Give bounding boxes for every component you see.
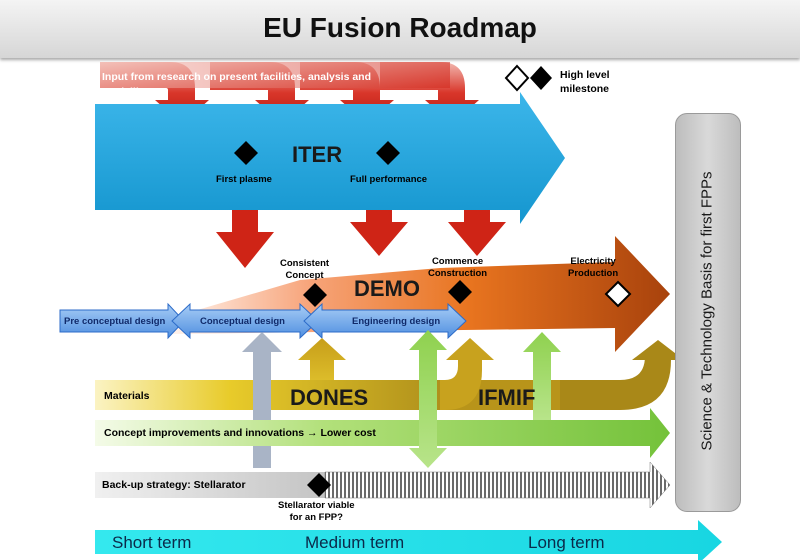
consistent-concept-diamond [303, 283, 327, 307]
backup-milestone: Stellarator viable for an FPP? [278, 500, 355, 523]
iter-milestone-full-performance: Full performance [350, 174, 428, 185]
legend-label: High level milestone [560, 69, 610, 95]
stellarator-up-arrow [242, 332, 282, 468]
demo-milestone-commence-construction: Commence Construction [428, 256, 488, 279]
title-bar [0, 0, 800, 58]
iter-label: ITER [292, 142, 343, 167]
backup-label: Back-up strategy: Stellarator [102, 479, 246, 491]
materials-label: Materials [104, 390, 150, 402]
backup-band [95, 461, 671, 509]
first-plasma-diamond [234, 141, 258, 165]
materials-band [95, 338, 684, 410]
timeline-short-term: Short term [112, 533, 192, 552]
concept-improvements-label: Concept improvements and innovations → L… [104, 427, 376, 439]
design-phase-engineering: Engineering design [352, 316, 441, 327]
timeline-arrow [95, 520, 722, 560]
iter-arrow [95, 92, 565, 224]
page-title: EU Fusion Roadmap [263, 12, 537, 43]
milestone-diamonds [234, 64, 632, 497]
demo-milestone-electricity-production: Electricity Production [568, 256, 619, 279]
timeline-medium-term: Medium term [305, 533, 405, 552]
design-arrows [59, 302, 467, 340]
commence-construction-diamond [448, 280, 472, 304]
design-phase-conceptual: Conceptual design [200, 316, 285, 327]
concept-band [95, 408, 670, 458]
demo-milestone-consistent-concept: Consistent Concept [280, 258, 330, 281]
demo-label: DEMO [354, 276, 420, 301]
design-phase-pre-conceptual: Pre conceptual design [64, 316, 166, 327]
facility-ifmif: IFMIF [478, 385, 536, 410]
side-basis-label: Science & Technology Basis for first FPP… [698, 171, 716, 451]
legend-open-diamond [504, 64, 530, 92]
iter-to-demo-arrows [216, 210, 506, 268]
iter-milestone-first-plasma: First plasme [216, 174, 272, 185]
input-text: Input from research on present facilitie… [102, 71, 372, 98]
facility-dones: DONES [290, 385, 369, 410]
electricity-production-diamond [604, 280, 632, 308]
legend-filled-diamond [530, 66, 552, 90]
full-performance-diamond [376, 141, 400, 165]
side-basis-box [675, 113, 741, 512]
green-vertical-arrows [409, 330, 561, 468]
timeline-long-term: Long term [528, 533, 605, 552]
stellarator-diamond [307, 473, 331, 497]
